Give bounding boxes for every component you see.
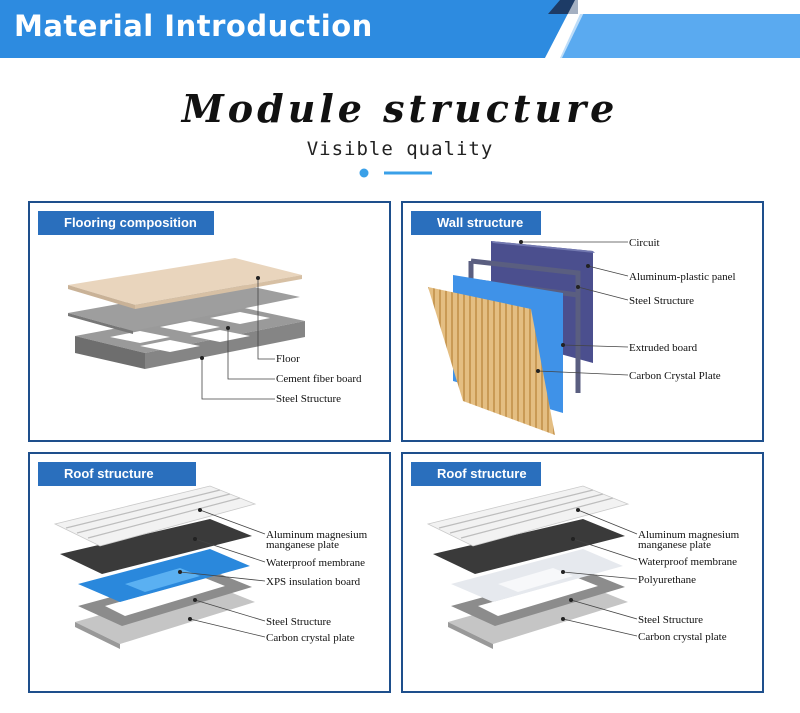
page-title: Module structure: [181, 86, 619, 131]
label-carbon-crystal-plate: Carbon crystal plate: [266, 632, 355, 644]
label-floor: Floor: [276, 353, 300, 365]
wall-panel-title: Wall structure: [411, 211, 541, 235]
label-waterproof-membrane: Waterproof membrane: [638, 556, 737, 568]
label-aluminum-magnesium: Aluminum magnesium: [266, 529, 368, 541]
page-subtitle: Visible quality: [306, 138, 494, 160]
roof-panel-xps: Roof structure Alumin: [28, 452, 391, 693]
label-steel-structure: Steel Structure: [266, 616, 332, 628]
label-extruded-board: Extruded board: [629, 342, 698, 354]
label-steel-structure: Steel Structure: [629, 295, 695, 307]
label-manganese-plate: manganese plate: [638, 539, 711, 551]
wall-panel: Wall structure: [401, 201, 764, 442]
roof-polyurethane-illustration: [426, 485, 638, 649]
roof-panel-polyurethane: Roof structure Alumin: [401, 452, 764, 693]
flooring-illustration: [68, 258, 305, 400]
label-aluminum-plastic-panel: Aluminum-plastic panel: [629, 271, 736, 283]
roof-panel-polyurethane-title: Roof structure: [411, 462, 541, 486]
wall-illustration: [428, 240, 629, 435]
label-steel-structure: Steel Structure: [276, 393, 342, 405]
label-waterproof-membrane: Waterproof membrane: [266, 557, 365, 569]
flooring-panel: Flooring composition Floor Cement fiber …: [28, 201, 391, 442]
label-carbon-crystal-plate: Carbon crystal plate: [638, 631, 727, 643]
banner-title: Material Introduction: [14, 9, 373, 43]
label-cement-fiber-board: Cement fiber board: [276, 373, 362, 385]
header-banner: Material Introduction: [0, 0, 800, 58]
flooring-panel-title: Flooring composition: [38, 211, 214, 235]
label-circuit: Circuit: [629, 237, 660, 249]
label-xps-insulation-board: XPS insulation board: [266, 576, 361, 588]
roof-xps-illustration: [53, 485, 266, 649]
banner-background: [0, 0, 800, 58]
label-polyurethane: Polyurethane: [638, 574, 697, 586]
label-carbon-crystal-plate: Carbon Crystal Plate: [629, 370, 721, 382]
label-steel-structure: Steel Structure: [638, 614, 704, 626]
title-divider: [359, 168, 432, 178]
label-aluminum-magnesium: Aluminum magnesium: [638, 529, 740, 541]
label-manganese-plate: manganese plate: [266, 539, 339, 551]
roof-panel-xps-title: Roof structure: [38, 462, 196, 486]
